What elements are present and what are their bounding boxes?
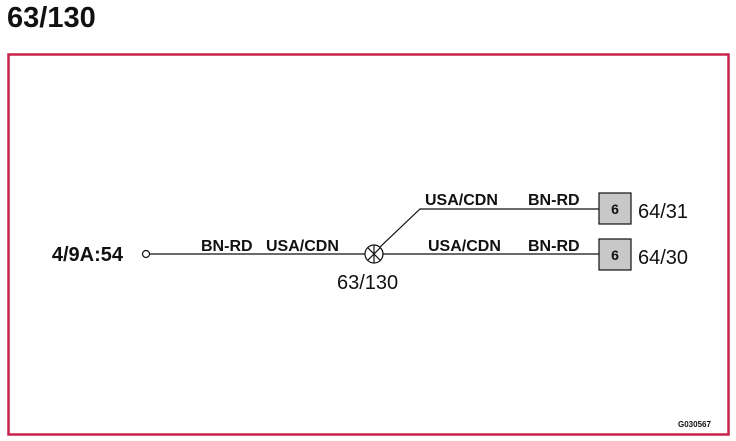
diagram-code: G030567 xyxy=(678,420,711,429)
splice-label: 63/130 xyxy=(337,272,398,294)
upper-branch-wire xyxy=(379,208,599,248)
lower-wire-color-label: BN-RD xyxy=(528,238,580,255)
connector-label-lower: 64/30 xyxy=(638,247,688,269)
upper-wire-color-label: BN-RD xyxy=(528,192,580,209)
connector-box-lower xyxy=(598,238,632,271)
diagram-frame xyxy=(7,53,730,436)
page-title: 63/130 xyxy=(7,2,96,34)
connector-pin-lower: 6 xyxy=(611,247,619,263)
source-terminal xyxy=(141,249,151,259)
connector-box-upper xyxy=(598,192,632,225)
splice-circle-cross-icon xyxy=(364,244,384,264)
connector-pin-upper: 6 xyxy=(611,201,619,217)
lower-wire-market-label: USA/CDN xyxy=(428,238,501,255)
connector-label-upper: 64/31 xyxy=(638,201,688,223)
source-label: 4/9A:54 xyxy=(52,244,124,266)
upper-wire-market-label: USA/CDN xyxy=(425,192,498,209)
main-wire-color-label: BN-RD xyxy=(201,238,253,255)
main-wire-market-label: USA/CDN xyxy=(266,238,339,255)
